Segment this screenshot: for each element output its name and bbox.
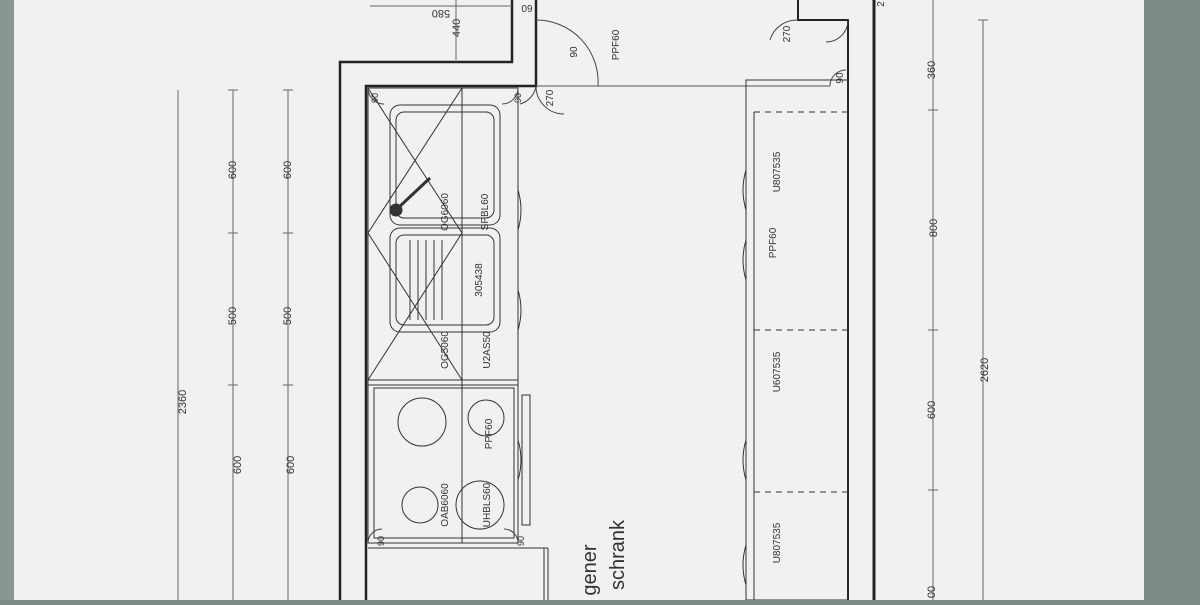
cabinet-code-og5060: OG5060 xyxy=(440,331,451,369)
dim-left-a-1: 600 xyxy=(227,161,239,179)
cabinet-code-right-3: U807535 xyxy=(772,522,783,563)
cabinet-code-oab6060: OAB6060 xyxy=(440,483,451,527)
swing-label-top-door: 90 xyxy=(569,46,580,58)
dim-left-b-3: 600 xyxy=(285,456,297,474)
dim-total-left: 2360 xyxy=(177,390,189,414)
swing-label-door-inner: 270 xyxy=(545,89,556,106)
dim-right-1: 360 xyxy=(926,61,938,79)
dim-right-3: 600 xyxy=(926,401,938,419)
dim-left-a-3: 600 xyxy=(232,456,244,474)
dim-total-right: 2620 xyxy=(979,358,991,382)
background-surface xyxy=(1144,0,1200,600)
swing-label-top-right: 270 xyxy=(782,25,793,42)
cabinet-code-right-2: U607535 xyxy=(772,351,783,392)
dim-right-4: 00 xyxy=(926,586,938,598)
cabinet-code-ppf60: PPF60 xyxy=(484,418,495,449)
cabinet-code-og6060: OG6060 xyxy=(440,193,451,231)
dim-top-c: 60 xyxy=(521,2,533,13)
cabinet-code-right-1: U807535 xyxy=(772,151,783,192)
cabinet-code-uhbls60: UHBLS60 xyxy=(482,482,493,527)
swing-label-sink-top: 90 xyxy=(513,93,523,103)
background-edge xyxy=(0,0,14,600)
corner-tick-label: 2 xyxy=(876,1,887,7)
cabinet-code-spbl60: SPBL60 xyxy=(480,193,491,230)
dim-right-2: 800 xyxy=(928,219,940,237)
swing-label-left-bottom: 90 xyxy=(376,536,386,546)
right-dimension-lines xyxy=(928,0,988,600)
dim-top-a: 580 xyxy=(432,7,450,19)
note-line-2: schrank xyxy=(607,519,629,590)
cabinet-code-u2as50: U2AS50 xyxy=(482,331,493,369)
top-dimension-lines xyxy=(370,0,512,62)
fridge-block xyxy=(368,547,549,600)
dim-left-b-2: 500 xyxy=(282,307,294,325)
right-pillar-label: PPF60 xyxy=(611,29,622,60)
left-cabinet-run xyxy=(367,87,531,544)
left-dimension-lines xyxy=(177,89,293,600)
door-swings xyxy=(367,19,849,544)
swing-label-left-top: 90 xyxy=(370,93,380,103)
paper-sheet xyxy=(14,0,1144,600)
cabinet-code-tap: 305438 xyxy=(474,263,485,297)
cabinet-code-right-panel: PPF60 xyxy=(768,227,779,258)
dim-top-b: 440 xyxy=(451,19,463,37)
dim-left-b-1: 600 xyxy=(282,161,294,179)
swing-label-sink-bottom: 90 xyxy=(516,536,526,546)
note-line-1: gener xyxy=(579,544,601,595)
swing-label-right-pillar: 90 xyxy=(835,72,846,84)
room-walls xyxy=(338,0,876,600)
dim-left-a-2: 500 xyxy=(227,307,239,325)
